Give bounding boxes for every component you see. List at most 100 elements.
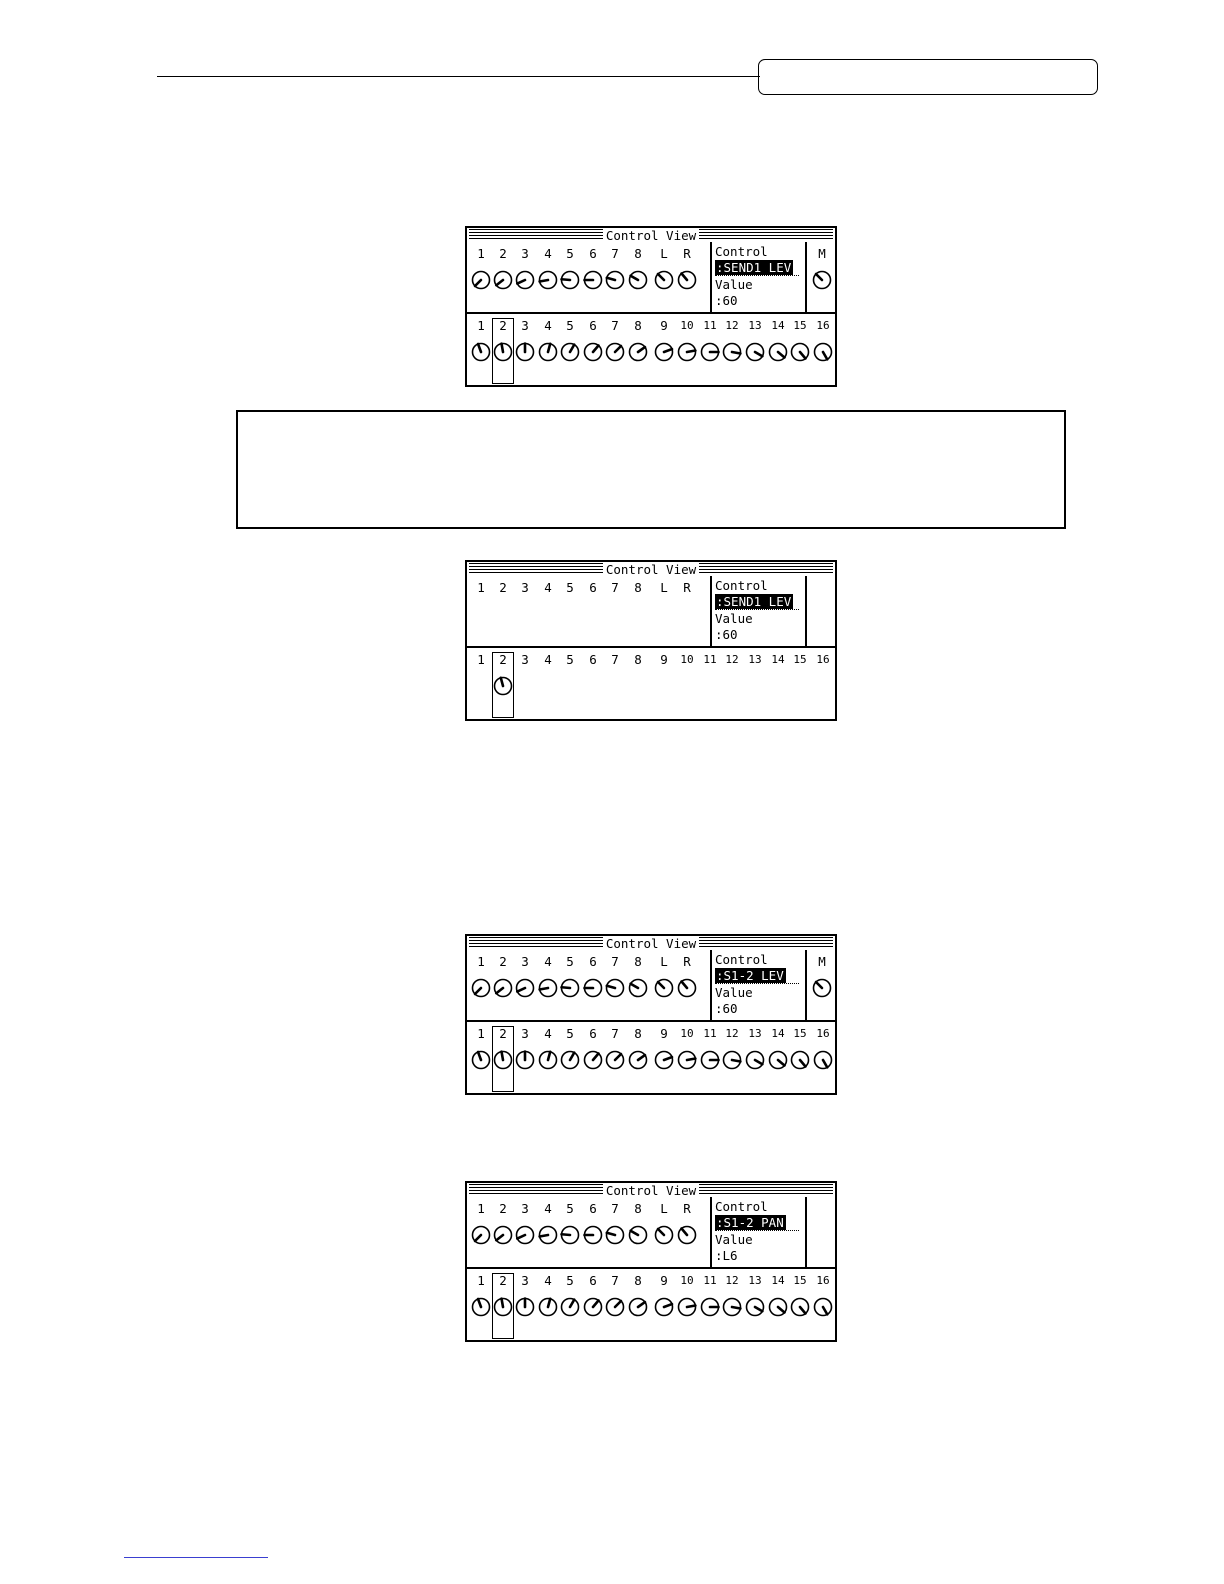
top-channel-label: 8 — [634, 1201, 642, 1216]
top-knob-icon[interactable] — [583, 978, 603, 998]
channel-knob-icon[interactable] — [515, 1050, 535, 1070]
channel-knob-icon[interactable] — [813, 1050, 833, 1070]
bottom-channel-label: 4 — [544, 1273, 552, 1288]
value-value[interactable]: :L6 — [715, 1248, 738, 1263]
channel-knob-icon[interactable] — [768, 1050, 788, 1070]
channel-knob-icon[interactable] — [677, 1050, 697, 1070]
section-divider — [467, 1020, 835, 1022]
channel-knob-icon[interactable] — [700, 342, 720, 362]
top-knob-icon[interactable] — [538, 270, 558, 290]
channel-knob-icon[interactable] — [583, 1050, 603, 1070]
value-value[interactable]: :60 — [715, 627, 738, 642]
channel-knob-icon[interactable] — [790, 342, 810, 362]
top-knob-icon[interactable] — [515, 978, 535, 998]
top-knob-icon[interactable] — [605, 978, 625, 998]
channel-knob-icon[interactable] — [471, 1297, 491, 1317]
top-channel-label: 4 — [544, 246, 552, 261]
control-value[interactable]: :SEND1 LEV — [715, 260, 794, 275]
top-channel-label: 2 — [499, 954, 507, 969]
channel-knob-icon[interactable] — [515, 342, 535, 362]
top-knob-icon[interactable] — [538, 1225, 558, 1245]
top-knob-icon[interactable] — [515, 1225, 535, 1245]
top-knob-icon[interactable] — [654, 978, 674, 998]
channel-knob-icon[interactable] — [768, 1297, 788, 1317]
channel-knob-icon[interactable] — [722, 1050, 742, 1070]
top-knob-icon[interactable] — [471, 270, 491, 290]
top-knob-icon[interactable] — [605, 270, 625, 290]
channel-knob-icon[interactable] — [493, 342, 513, 362]
channel-knob-icon[interactable] — [813, 342, 833, 362]
value-value[interactable]: :60 — [715, 293, 738, 308]
control-value[interactable]: :S1-2 LEV — [715, 968, 786, 983]
top-knob-icon[interactable] — [628, 978, 648, 998]
top-knob-icon[interactable] — [471, 1225, 491, 1245]
channel-knob-icon[interactable] — [790, 1050, 810, 1070]
channel-knob-icon[interactable] — [493, 1297, 513, 1317]
top-knob-icon[interactable] — [583, 1225, 603, 1245]
channel-knob-icon[interactable] — [768, 342, 788, 362]
master-knob-icon[interactable] — [812, 270, 832, 290]
top-knob-icon[interactable] — [628, 1225, 648, 1245]
top-knob-icon[interactable] — [515, 270, 535, 290]
channel-knob-icon[interactable] — [813, 1297, 833, 1317]
channel-knob-icon[interactable] — [677, 1297, 697, 1317]
top-channel-label: 5 — [566, 1201, 574, 1216]
control-value[interactable]: :S1-2 PAN — [715, 1215, 786, 1230]
channel-knob-icon[interactable] — [722, 1297, 742, 1317]
channel-knob-icon[interactable] — [790, 1297, 810, 1317]
top-knob-icon[interactable] — [560, 1225, 580, 1245]
channel-knob-icon[interactable] — [628, 1297, 648, 1317]
channel-knob-icon[interactable] — [605, 1050, 625, 1070]
bottom-channel-label: 7 — [611, 1026, 619, 1041]
channel-knob-icon[interactable] — [583, 1297, 603, 1317]
top-knob-icon[interactable] — [677, 1225, 697, 1245]
top-knob-icon[interactable] — [654, 270, 674, 290]
channel-knob-icon[interactable] — [745, 1297, 765, 1317]
top-knob-icon[interactable] — [471, 978, 491, 998]
channel-knob-icon[interactable] — [654, 342, 674, 362]
top-knob-icon[interactable] — [538, 978, 558, 998]
top-channel-label: 3 — [521, 1201, 529, 1216]
channel-knob-icon[interactable] — [700, 1297, 720, 1317]
top-knob-icon[interactable] — [628, 270, 648, 290]
top-knob-icon[interactable] — [560, 270, 580, 290]
channel-knob-icon[interactable] — [722, 342, 742, 362]
channel-knob-icon[interactable] — [538, 1297, 558, 1317]
channel-knob-icon[interactable] — [628, 342, 648, 362]
top-knob-icon[interactable] — [493, 1225, 513, 1245]
channel-knob-icon[interactable] — [515, 1297, 535, 1317]
channel-knob-icon[interactable] — [605, 342, 625, 362]
channel-knob-icon[interactable] — [560, 1297, 580, 1317]
channel-knob-icon[interactable] — [700, 1050, 720, 1070]
master-knob-icon[interactable] — [812, 978, 832, 998]
channel-knob-icon[interactable] — [628, 1050, 648, 1070]
bottom-channel-label: 13 — [748, 1027, 762, 1040]
channel-knob-icon[interactable] — [471, 342, 491, 362]
channel-knob-icon[interactable] — [493, 676, 513, 696]
channel-knob-icon[interactable] — [583, 342, 603, 362]
bottom-channel-label: 1 — [477, 1026, 485, 1041]
channel-knob-icon[interactable] — [745, 1050, 765, 1070]
top-knob-icon[interactable] — [560, 978, 580, 998]
channel-knob-icon[interactable] — [605, 1297, 625, 1317]
top-knob-icon[interactable] — [677, 978, 697, 998]
channel-knob-icon[interactable] — [677, 342, 697, 362]
channel-knob-icon[interactable] — [471, 1050, 491, 1070]
top-knob-icon[interactable] — [677, 270, 697, 290]
top-knob-icon[interactable] — [493, 270, 513, 290]
channel-knob-icon[interactable] — [538, 1050, 558, 1070]
channel-knob-icon[interactable] — [654, 1297, 674, 1317]
top-knob-icon[interactable] — [654, 1225, 674, 1245]
channel-knob-icon[interactable] — [493, 1050, 513, 1070]
channel-knob-icon[interactable] — [654, 1050, 674, 1070]
control-value[interactable]: :SEND1 LEV — [715, 594, 794, 609]
top-knob-icon[interactable] — [583, 270, 603, 290]
channel-knob-icon[interactable] — [745, 342, 765, 362]
channel-knob-icon[interactable] — [560, 1050, 580, 1070]
channel-knob-icon[interactable] — [538, 342, 558, 362]
value-value[interactable]: :60 — [715, 1001, 738, 1016]
top-knob-icon[interactable] — [493, 978, 513, 998]
top-knob-icon[interactable] — [605, 1225, 625, 1245]
channel-knob-icon[interactable] — [560, 342, 580, 362]
